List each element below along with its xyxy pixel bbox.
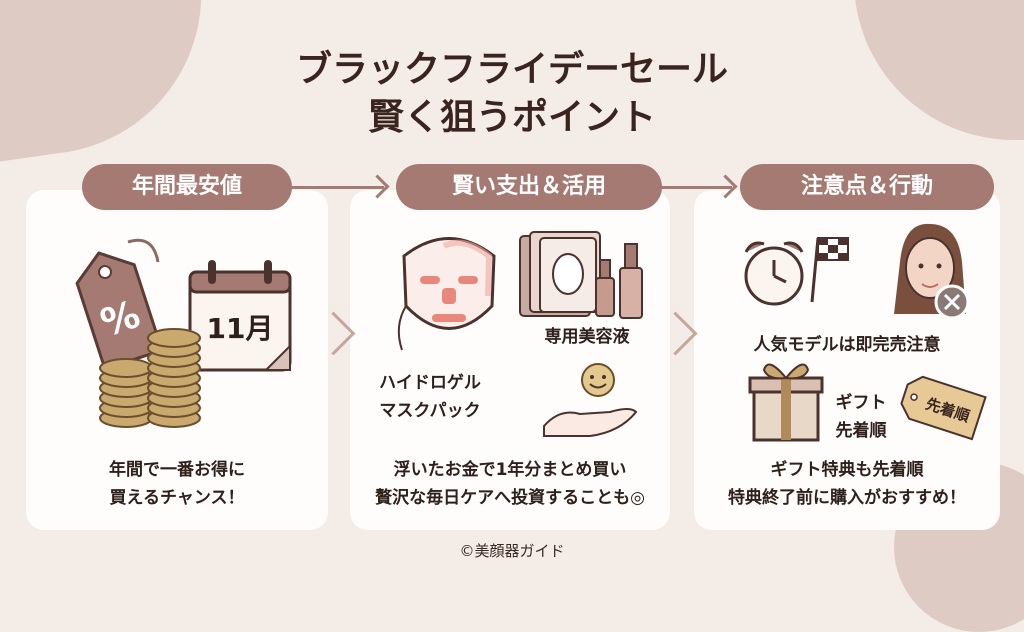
panel2-caption-line2: 贅沢な毎日ケアへ投資することも◎ — [375, 488, 645, 508]
led-mask-icon — [397, 237, 496, 351]
panel3-caption-line1: ギフト特典も先着順 — [770, 460, 924, 480]
product-mask-label-line2: マスクパック — [379, 401, 481, 421]
calendar-icon: 11月 — [188, 260, 292, 372]
panel1-caption-line1: 年間で一番お得に — [109, 460, 245, 480]
panel2-caption-line1: 浮いたお金で1年分まとめ買い — [393, 460, 627, 480]
page-title-line1: ブラックフライデーセール — [295, 49, 728, 90]
gift-label-line1: ギフト — [835, 393, 887, 413]
sold-out-warning-label: 人気モデルは即完売注意 — [753, 335, 941, 355]
gift-label-line2: 先着順 — [835, 421, 887, 441]
product-mask-label-line1: ハイドロゲル — [379, 373, 481, 393]
panel1-caption-line2: 買えるチャンス！ — [109, 488, 245, 508]
panel-heading-best-price: 年間最安値 — [82, 164, 292, 210]
panel-smart-spending — [350, 190, 670, 530]
gift-box-icon — [748, 363, 824, 442]
first-come-tag-icon: 先着順 — [900, 375, 987, 441]
calendar-label: 11月 — [207, 312, 274, 345]
sheet-mask-and-serum-icon — [519, 231, 643, 319]
hand-coin-icon — [543, 363, 638, 437]
page-title-line2: 賢く狙うポイント — [367, 97, 656, 138]
panel-heading-smart-spending: 賢い支出＆活用 — [396, 164, 662, 210]
panel3-caption-line2: 特典終了前に購入がおすすめ！ — [728, 488, 966, 508]
price-tag-icon: % — [75, 238, 164, 371]
alarm-clock-icon — [744, 237, 849, 306]
panel-heading-cautions: 注意点＆行動 — [740, 164, 994, 210]
product-serum-label: 専用美容液 — [544, 327, 630, 347]
model-avatar-icon — [894, 223, 970, 320]
credit-text: ©美顔器ガイド — [459, 542, 565, 560]
coin-stack-icon — [99, 328, 201, 428]
flow-arrow-1 — [270, 186, 384, 189]
flow-arrow-2 — [640, 186, 732, 189]
